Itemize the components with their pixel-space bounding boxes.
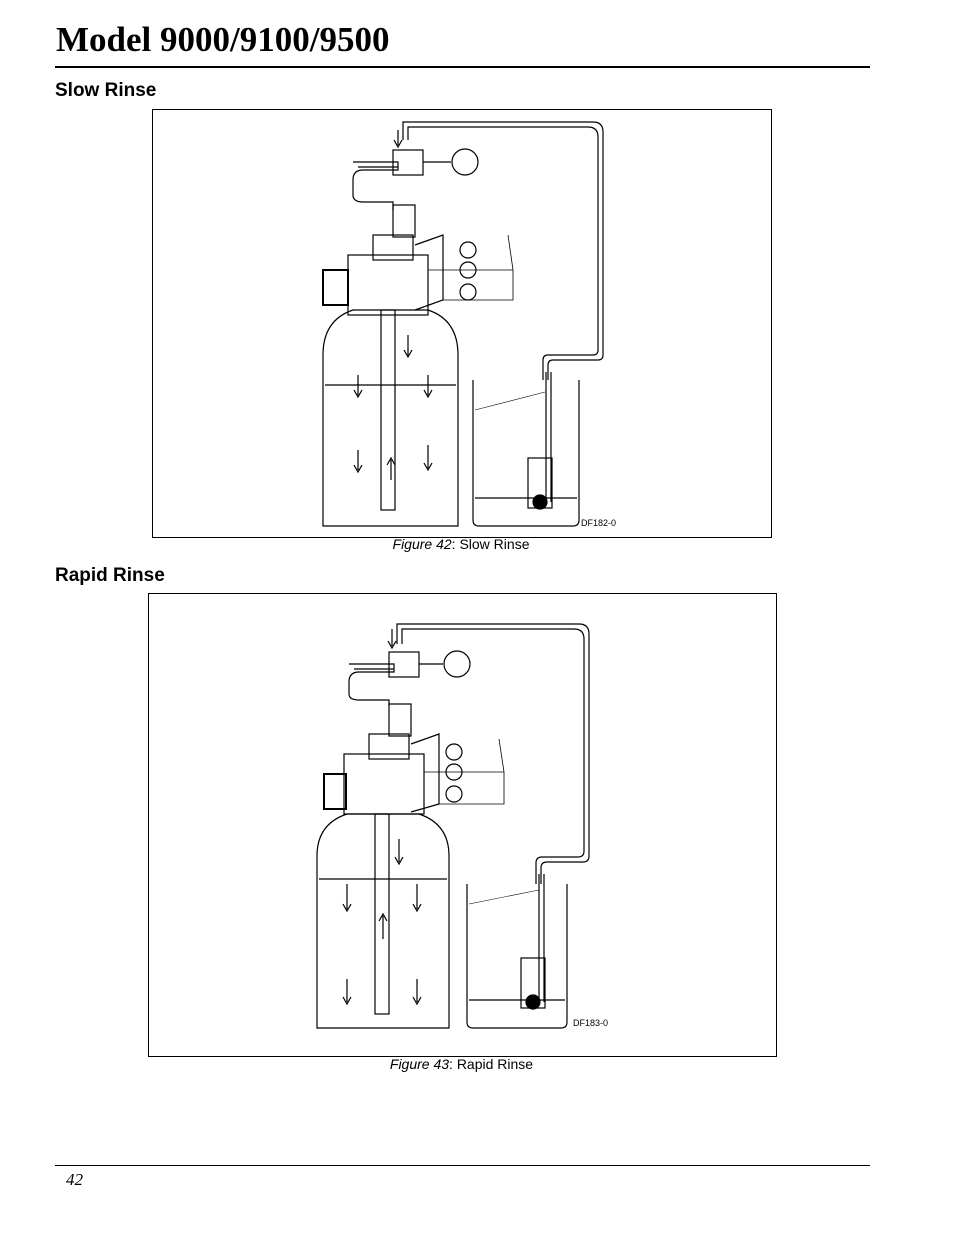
- figure-caption-text: : Slow Rinse: [451, 536, 530, 552]
- page-number: 42: [66, 1170, 83, 1189]
- figure-slow-rinse: DF182-0: [152, 109, 772, 538]
- figure-caption-43: Figure 43: Rapid Rinse: [148, 1056, 775, 1072]
- figure-code-df183: DF183-0: [573, 1018, 609, 1028]
- figure-code-df182: DF182-0: [581, 518, 617, 528]
- header-rule: [55, 66, 870, 68]
- page-title: Model 9000/9100/9500: [56, 20, 390, 59]
- footer-rule: [55, 1165, 870, 1166]
- figure-label: Figure 43: [389, 1056, 450, 1072]
- section-heading-slow-rinse: Slow Rinse: [55, 80, 157, 101]
- figure-label: Figure 42: [392, 536, 452, 552]
- figure-caption-42: Figure 42: Slow Rinse: [152, 536, 770, 552]
- slow-rinse-diagram: [322, 121, 604, 527]
- figure-caption-text: : Rapid Rinse: [449, 1056, 534, 1072]
- section-heading-rapid-rinse: Rapid Rinse: [55, 565, 165, 586]
- rapid-rinse-diagram: [316, 623, 590, 1029]
- figure-rapid-rinse: DF183-0: [148, 593, 777, 1057]
